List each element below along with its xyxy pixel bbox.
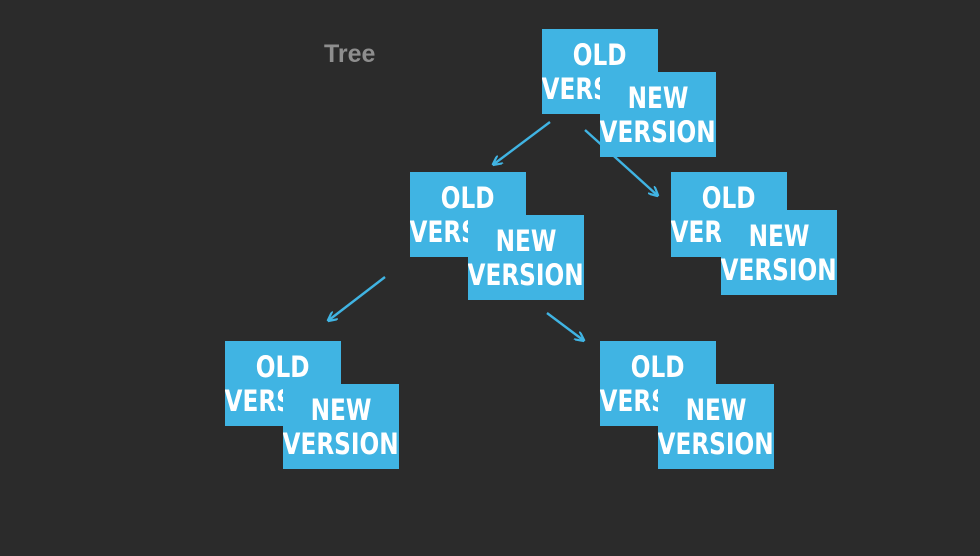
version-label: VERSION <box>283 426 399 461</box>
old-label: OLD <box>441 180 495 215</box>
edge-left-to-leftright <box>546 312 583 340</box>
tree-node-left-right: OLD VERSION NEW VERSION <box>600 341 774 469</box>
tree-node-root: OLD VERSION NEW VERSION <box>542 29 716 157</box>
new-label: NEW <box>495 223 557 258</box>
version-label: VERSION <box>600 114 716 149</box>
version-label: VERSION <box>721 252 837 287</box>
diagram-title: Tree <box>324 40 376 68</box>
new-version-card: NEW VERSION <box>468 215 584 300</box>
new-label: NEW <box>627 80 689 115</box>
old-label: OLD <box>631 349 685 384</box>
edge-left-to-leftleft <box>329 276 386 320</box>
new-label: NEW <box>310 392 372 427</box>
new-version-card: NEW VERSION <box>600 72 716 157</box>
old-label: OLD <box>702 180 756 215</box>
old-label: OLD <box>256 349 310 384</box>
new-version-card: NEW VERSION <box>283 384 399 469</box>
tree-node-right: OLD VERSION NEW VERSION <box>671 172 845 300</box>
new-version-card: NEW VERSION <box>721 210 837 295</box>
new-version-card: NEW VERSION <box>658 384 774 469</box>
version-label: VERSION <box>468 257 584 292</box>
new-label: NEW <box>748 218 810 253</box>
tree-node-left-left: OLD VERSION NEW VERSION <box>225 341 399 469</box>
version-label: VERSION <box>658 426 774 461</box>
old-label: OLD <box>573 37 627 72</box>
new-label: NEW <box>685 392 747 427</box>
tree-node-left: OLD VERSION NEW VERSION <box>410 172 584 300</box>
